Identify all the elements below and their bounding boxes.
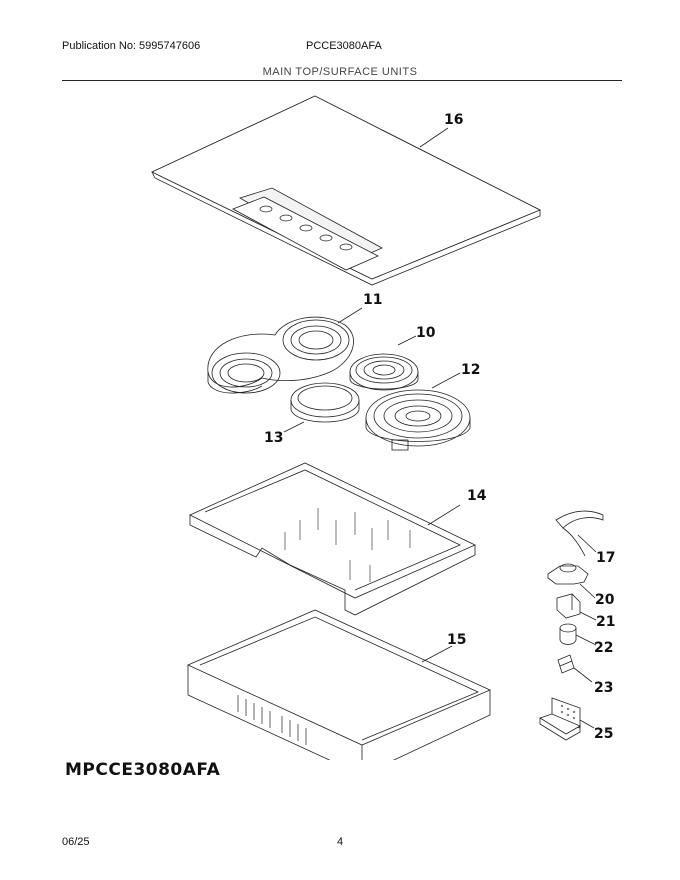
clip-part bbox=[557, 654, 593, 683]
page-number: 4 bbox=[337, 836, 344, 848]
callout-14: 14 bbox=[467, 488, 487, 504]
large-element-part bbox=[365, 372, 471, 451]
callout-11: 11 bbox=[363, 292, 382, 308]
support-frame-part bbox=[189, 462, 476, 616]
publication-number: Publication No: 5995747606 bbox=[62, 40, 201, 52]
clamp-bracket-part bbox=[547, 563, 596, 599]
mounting-bracket-part bbox=[539, 697, 595, 741]
bracket-part bbox=[556, 593, 597, 621]
burner-box-part bbox=[187, 609, 491, 760]
bridge-element-part bbox=[207, 307, 363, 394]
footer-date: 06/25 bbox=[62, 836, 90, 848]
callout-12: 12 bbox=[461, 362, 480, 378]
medium-element-part bbox=[283, 382, 360, 433]
callout-22: 22 bbox=[594, 640, 613, 656]
model-number-label: MPCCE3080AFA bbox=[65, 760, 221, 780]
callout-25: 25 bbox=[594, 726, 613, 742]
exploded-parts-diagram: 16 11 10 12 13 bbox=[150, 95, 615, 760]
callout-20: 20 bbox=[595, 592, 615, 608]
strap-part bbox=[555, 510, 604, 557]
thermal-limiter-part bbox=[559, 623, 597, 646]
callout-13: 13 bbox=[264, 430, 283, 446]
callout-15: 15 bbox=[447, 632, 466, 648]
callout-23: 23 bbox=[594, 680, 613, 696]
model-code-header: PCCE3080AFA bbox=[306, 40, 382, 52]
callout-21: 21 bbox=[596, 614, 615, 630]
callout-16: 16 bbox=[444, 112, 463, 128]
callout-10: 10 bbox=[416, 325, 436, 341]
glass-cooktop-part bbox=[150, 95, 542, 286]
callout-17: 17 bbox=[596, 550, 615, 566]
header-rule bbox=[62, 80, 622, 81]
small-element-part bbox=[349, 335, 419, 391]
section-title: MAIN TOP/SURFACE UNITS bbox=[262, 66, 418, 78]
